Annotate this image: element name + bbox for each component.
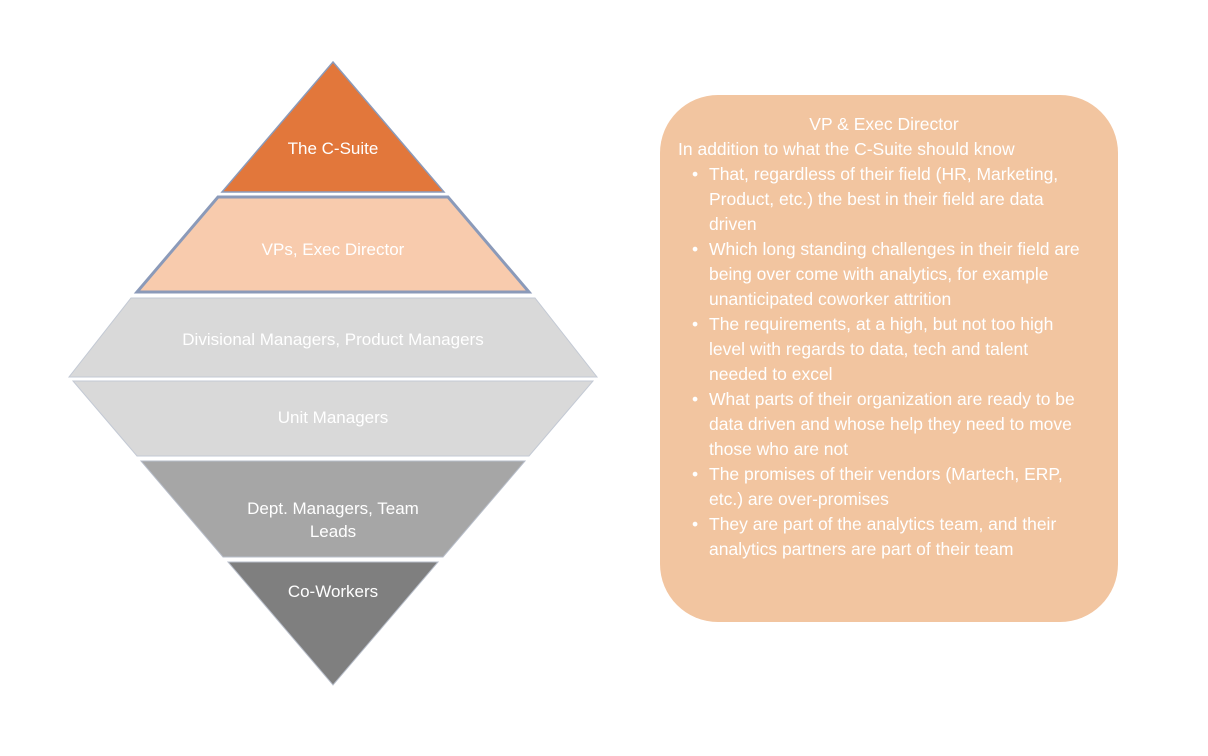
pyramid-level-co-workers-label: Co-Workers [287,582,379,601]
bullet-item: Which long standing challenges in their … [692,237,1090,312]
pyramid-level-co-workers-shape [226,561,440,686]
vp-exec-detail-panel: VP & Exec Director In addition to what t… [660,95,1118,622]
pyramid-level-unit-managers-label: Unit Managers [277,408,389,427]
panel-title: VP & Exec Director [809,114,959,134]
pyramid-level-dept-managers-shape [139,460,527,558]
bullet-item: The requirements, at a high, but not too… [692,312,1090,387]
panel-bullet-list: That, regardless of their field (HR, Mar… [678,162,1090,562]
pyramid-level-divisional-managers-shape [67,297,599,378]
bullet-item: That, regardless of their field (HR, Mar… [692,162,1090,237]
pyramid-level-divisional-managers-label: Divisional Managers, Product Managers [182,330,484,349]
pyramid-level-vps-label: VPs, Exec Director [261,240,405,259]
org-pyramid-diagram [67,60,599,686]
pyramid-level-dept-managers-label: Dept. Managers, Team Leads [247,499,419,541]
bullet-item: What parts of their organization are rea… [692,387,1090,462]
bullet-item: The promises of their vendors (Martech, … [692,462,1090,512]
pyramid-level-unit-managers-shape [71,380,595,457]
panel-intro: In addition to what the C-Suite should k… [678,139,1015,159]
bullet-item: They are part of the analytics team, and… [692,512,1090,562]
pyramid-level-vps-shape [133,195,533,294]
pyramid-level-c-suite-label: The C-Suite [287,139,379,158]
pyramid-level-c-suite-shape [220,60,446,193]
